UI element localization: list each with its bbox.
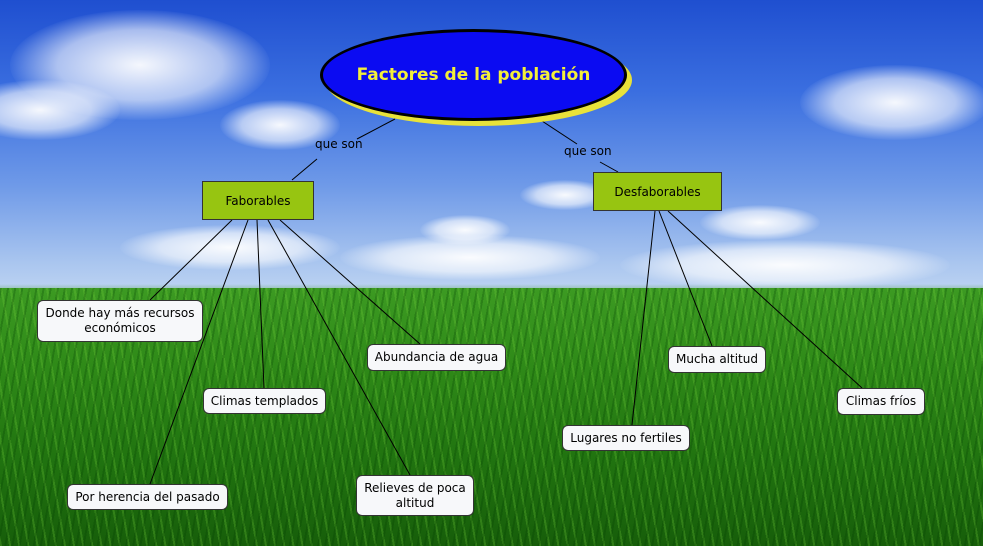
- cloud: [420, 215, 510, 245]
- link-label-right: que son: [564, 144, 612, 158]
- leaf-node-herencia[interactable]: Por herencia del pasado: [67, 484, 228, 510]
- leaf-node-relieves[interactable]: Relieves de poca altitud: [356, 475, 474, 516]
- connector: [149, 219, 249, 485]
- leaf-node-climas-templados[interactable]: Climas templados: [203, 388, 326, 414]
- leaf-node-mucha-altitud[interactable]: Mucha altitud: [668, 346, 766, 373]
- connector: [356, 118, 396, 140]
- leaf-node-abundancia-agua[interactable]: Abundancia de agua: [367, 344, 506, 371]
- cloud: [800, 65, 983, 140]
- cloud: [120, 225, 340, 270]
- main-topic-node[interactable]: Factores de la población: [320, 29, 627, 121]
- connector: [291, 158, 318, 181]
- connector: [631, 210, 656, 426]
- cloud: [220, 100, 340, 150]
- connector: [667, 210, 863, 389]
- connector: [256, 219, 265, 389]
- connector: [267, 219, 411, 476]
- leaf-node-lugares-no-fertiles[interactable]: Lugares no fertiles: [562, 425, 690, 451]
- category-node-faborables[interactable]: Faborables: [202, 181, 314, 220]
- connector: [149, 219, 233, 301]
- connector: [658, 210, 713, 347]
- category-node-desfaborables[interactable]: Desfaborables: [593, 172, 722, 211]
- cloud: [620, 240, 950, 290]
- leaf-node-climas-frios[interactable]: Climas fríos: [837, 388, 925, 415]
- connector: [541, 120, 578, 145]
- leaf-node-recursos[interactable]: Donde hay más recursos económicos: [37, 300, 203, 342]
- link-label-left: que son: [315, 137, 363, 151]
- connector: [279, 219, 421, 345]
- leaf-label: Relieves de poca altitud: [364, 480, 466, 510]
- leaf-label: Donde hay más recursos económicos: [45, 306, 195, 335]
- connector: [599, 161, 619, 173]
- main-topic-label: Factores de la población: [356, 65, 591, 85]
